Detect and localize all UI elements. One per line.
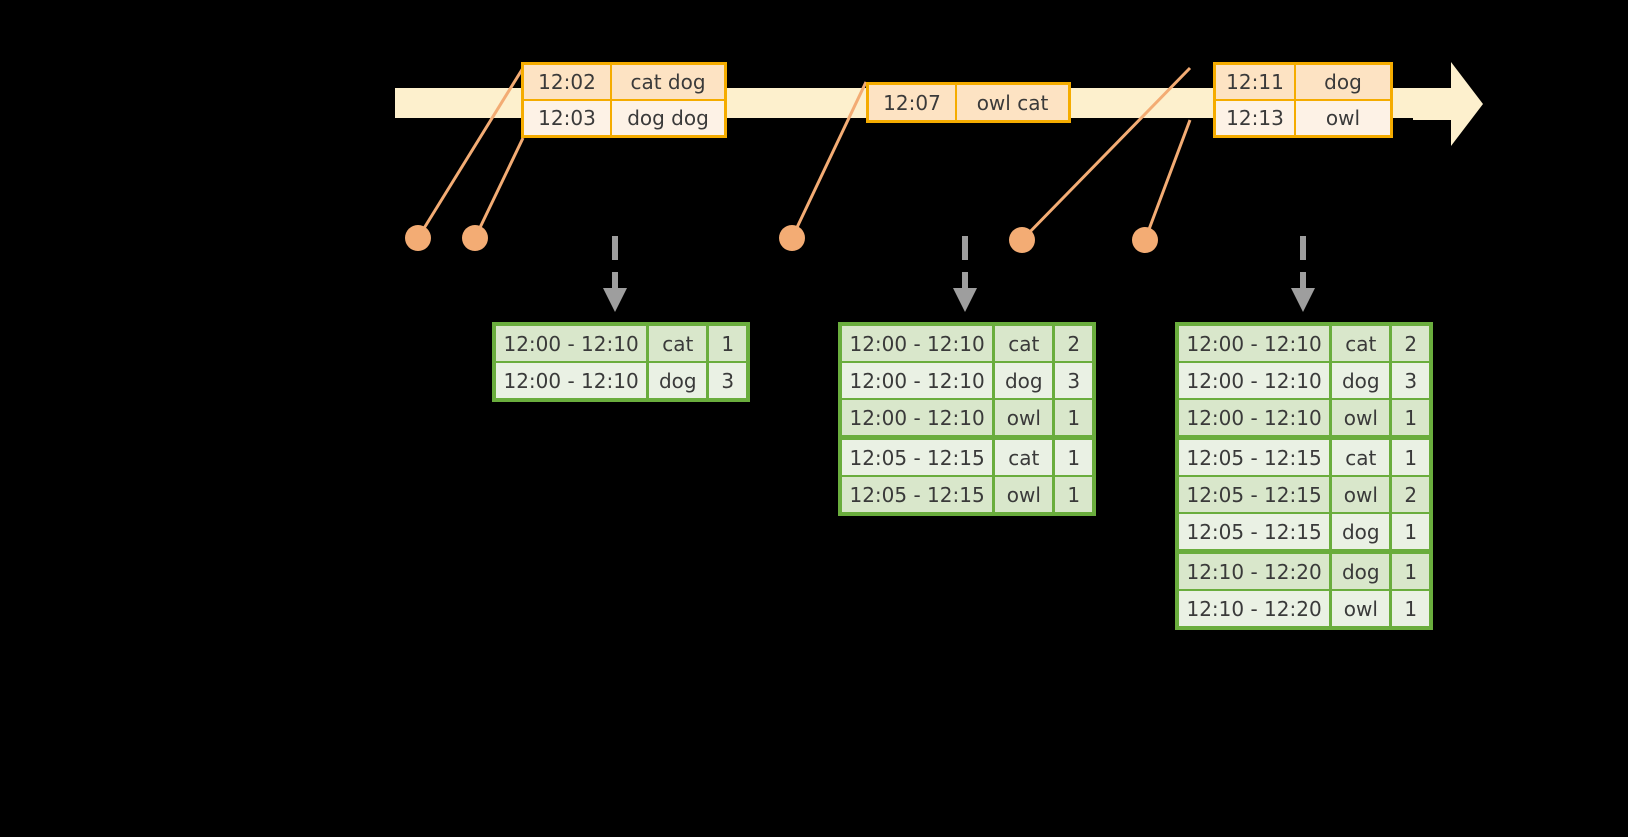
- event-row: 12:11 dog: [1216, 65, 1390, 99]
- count-cell: 1: [1392, 554, 1429, 589]
- key-cell: dog: [649, 363, 707, 398]
- window-cell: 12:10 - 12:20: [1179, 591, 1330, 626]
- count-cell: 1: [1392, 440, 1429, 475]
- count-cell: 3: [1055, 363, 1092, 398]
- flow-arrow-down-icon: [1291, 236, 1315, 312]
- event-marker-dot: [1132, 227, 1158, 253]
- count-cell: 1: [1392, 400, 1429, 435]
- event-time: 12:07: [869, 85, 957, 120]
- window-cell: 12:05 - 12:15: [1179, 477, 1330, 512]
- key-cell: cat: [995, 440, 1053, 475]
- count-cell: 2: [1392, 326, 1429, 361]
- event-value: dog dog: [612, 101, 724, 135]
- window-cell: 12:05 - 12:15: [1179, 514, 1330, 549]
- window-cell: 12:05 - 12:15: [842, 440, 993, 475]
- event-time: 12:11: [1216, 65, 1296, 99]
- event-marker-dot: [779, 225, 805, 251]
- event-row: 12:03 dog dog: [524, 99, 724, 135]
- count-cell: 1: [1392, 591, 1429, 626]
- key-cell: dog: [1332, 514, 1390, 549]
- count-cell: 1: [709, 326, 746, 361]
- key-cell: dog: [995, 363, 1053, 398]
- count-cell: 3: [1392, 363, 1429, 398]
- count-cell: 2: [1055, 326, 1092, 361]
- flow-arrow-down-icon: [603, 236, 627, 312]
- count-cell: 1: [1055, 400, 1092, 435]
- window-cell: 12:05 - 12:15: [842, 477, 993, 512]
- event-time: 12:03: [524, 101, 612, 135]
- window-cell: 12:05 - 12:15: [1179, 440, 1330, 475]
- window-cell: 12:00 - 12:10: [496, 326, 647, 361]
- window-cell: 12:00 - 12:10: [1179, 363, 1330, 398]
- key-cell: cat: [1332, 440, 1390, 475]
- window-cell: 12:00 - 12:10: [842, 326, 993, 361]
- key-cell: cat: [995, 326, 1053, 361]
- event-box-1[interactable]: 12:02 cat dog 12:03 dog dog: [521, 62, 727, 138]
- count-cell: 2: [1392, 477, 1429, 512]
- event-marker-dot: [1009, 227, 1035, 253]
- event-value: dog: [1296, 65, 1390, 99]
- event-row: 12:07 owl cat: [869, 85, 1068, 120]
- count-cell: 3: [709, 363, 746, 398]
- event-row: 12:13 owl: [1216, 99, 1390, 135]
- event-value: owl: [1296, 101, 1390, 135]
- event-time: 12:13: [1216, 101, 1296, 135]
- flow-arrow-down-icon: [953, 236, 977, 312]
- event-marker-dot: [405, 225, 431, 251]
- key-cell: owl: [995, 400, 1053, 435]
- event-box-3[interactable]: 12:11 dog 12:13 owl: [1213, 62, 1393, 138]
- event-row: 12:02 cat dog: [524, 65, 724, 99]
- key-cell: owl: [1332, 477, 1390, 512]
- key-cell: owl: [1332, 400, 1390, 435]
- count-cell: 1: [1055, 477, 1092, 512]
- count-cell: 1: [1055, 440, 1092, 475]
- window-cell: 12:00 - 12:10: [842, 400, 993, 435]
- window-cell: 12:10 - 12:20: [1179, 554, 1330, 589]
- event-box-2[interactable]: 12:07 owl cat: [866, 82, 1071, 123]
- window-cell: 12:00 - 12:10: [842, 363, 993, 398]
- window-cell: 12:00 - 12:10: [1179, 400, 1330, 435]
- event-value: cat dog: [612, 65, 724, 99]
- event-marker-dot: [462, 225, 488, 251]
- key-cell: cat: [649, 326, 707, 361]
- key-cell: dog: [1332, 363, 1390, 398]
- window-cell: 12:00 - 12:10: [496, 363, 647, 398]
- window-cell: 12:00 - 12:10: [1179, 326, 1330, 361]
- count-cell: 1: [1392, 514, 1429, 549]
- key-cell: owl: [995, 477, 1053, 512]
- key-cell: owl: [1332, 591, 1390, 626]
- event-value: owl cat: [957, 85, 1068, 120]
- key-cell: dog: [1332, 554, 1390, 589]
- event-time: 12:02: [524, 65, 612, 99]
- key-cell: cat: [1332, 326, 1390, 361]
